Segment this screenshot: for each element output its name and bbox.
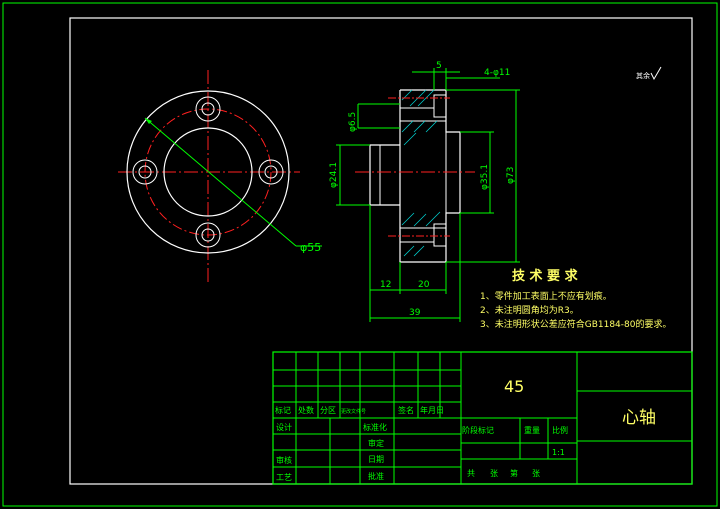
len-12-label: 12 [380,280,391,290]
part-name-label: 心轴 [622,408,656,428]
bolt-hole-bottom [195,222,221,248]
col-label-zone: 分区 [320,406,336,415]
bolt-hole-top [195,96,221,122]
scale-value: 1:1 [552,448,565,457]
sheet-total-suffix: 张 [490,469,498,478]
front-view: φ55 [118,70,322,282]
roughness-symbol: 其余 [636,66,662,81]
len-20-label: 20 [418,280,430,290]
sheet-no-prefix: 第 [510,468,518,478]
title-block: 标记 处数 分区 更改文件号 签名 年月日 设计 审核 工艺 标准化 审定 日期… [272,351,693,485]
col-label-mark: 标记 [275,405,291,415]
section-view: 5 4-φ11 φ6.5 φ24.1 φ35.1 φ73 12 20 39 [329,61,520,322]
dia-outer-label: φ73 [506,167,516,184]
col-label-doc: 更改文件号 [341,408,366,415]
row-label-review: 审核 [276,455,292,465]
counterbore-top [433,94,447,118]
sheet-no-suffix: 张 [532,469,540,478]
flange-outer-circle [126,90,290,254]
dia-arrow [145,118,152,124]
mid-label-standard: 标准化 [363,422,387,432]
row-label-design: 设计 [276,422,292,432]
dia-bore-label: φ35.1 [480,164,490,190]
shaft-stub-outline [369,144,400,206]
mid-label-date: 日期 [368,455,384,464]
tech-item-3: 3、未注明形状公差应符合GB1184-80的要求。 [480,318,671,330]
bolt-circle [144,108,272,236]
sheet-total-prefix: 共 [467,469,475,478]
mid-label-ratify: 批准 [368,471,384,481]
scale-label: 比例 [552,425,568,435]
bore-circle [163,127,253,217]
front-dia-label: φ55 [300,241,321,254]
inner-frame [69,17,693,485]
dim-5-label: 5 [436,61,442,71]
counterbore-label: φ6.5 [348,112,358,132]
roughness-check-icon [650,66,662,81]
tech-requirements: 技 术 要 求 1、零件加工表面上不应有划痕。 2、未注明圆角均为R3。 3、未… [480,268,671,330]
roughness-text: 其余 [636,71,650,80]
dia-leader [144,117,297,247]
bolt-hole-left [132,159,158,185]
material-label: 45 [504,377,524,396]
col-label-date: 年月日 [420,405,444,415]
tech-title: 技 术 要 求 [512,268,579,284]
mid-label-approve: 审定 [368,438,384,448]
row-label-process: 工艺 [276,473,292,482]
weight-label: 重量 [524,425,540,435]
counterbore-bottom [433,223,447,247]
len-39-label: 39 [409,308,421,318]
stage-label: 阶段标记 [462,425,494,435]
col-label-count: 处数 [298,405,314,415]
bolt-hole-right [258,159,284,185]
tech-item-2: 2、未注明圆角均为R3。 [480,304,579,316]
tech-item-1: 1、零件加工表面上不应有划痕。 [480,290,612,302]
col-label-sign: 签名 [398,405,414,415]
hole-label: 4-φ11 [484,68,510,78]
dia-left-label: φ24.1 [329,162,339,188]
